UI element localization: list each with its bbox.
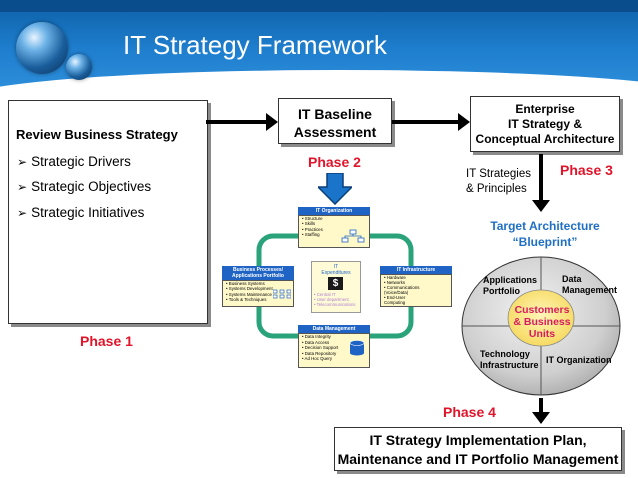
org-chart-icon xyxy=(341,229,365,243)
data-mgmt-item: • Data Access xyxy=(302,339,330,345)
target-architecture-title: Target Architecture “Blueprint” xyxy=(470,218,620,250)
data-mgmt-item: • Ad Hoc Query xyxy=(302,356,333,362)
it-organization-card: IT Organization • Structure • Skills • P… xyxy=(298,207,370,248)
business-processes-card: Business Processes/ Applications Portfol… xyxy=(222,266,294,308)
arrowhead-icon xyxy=(458,113,470,131)
it-expenditure-item: • Telecommunications xyxy=(314,302,356,307)
it-infrastructure-card: IT Infrastructure • Hardware • Networks … xyxy=(380,266,452,308)
bullet-arrow-icon: ➢ xyxy=(17,206,28,220)
applications-portfolio-label: Applications Portfolio xyxy=(483,275,538,296)
database-icon xyxy=(349,340,365,356)
business-process-item: • Tools & Techniques xyxy=(226,297,267,303)
it-infra-item: • Networks xyxy=(384,280,406,285)
bullet-strategic-drivers: ➢Strategic Drivers xyxy=(17,154,131,169)
it-expenditure-items: • Central IT • User department • Telecom… xyxy=(314,292,356,307)
it-org-item: • Practices xyxy=(302,226,323,232)
enterprise-line2: IT Strategy & xyxy=(507,117,582,131)
it-infrastructure-title: IT Infrastructure xyxy=(380,266,452,274)
it-expenditure-item: • User department xyxy=(314,297,349,302)
data-management-title: Data Management xyxy=(298,325,370,333)
data-mgmt-item: • Data Repository xyxy=(302,350,337,356)
bullet-strategic-objectives: ➢Strategic Objectives xyxy=(17,179,152,194)
it-organization-label: IT Organization xyxy=(546,355,612,365)
it-strategies-line2: & Principles xyxy=(466,183,527,195)
arrow-phase2-to-phase3 xyxy=(392,120,462,124)
it-org-item: • Staffing xyxy=(302,232,320,238)
implementation-line1: IT Strategy Implementation Plan, xyxy=(369,432,587,448)
arrow-phase4-down xyxy=(539,398,543,414)
target-line2: “Blueprint” xyxy=(512,235,578,249)
implementation-plan-box: IT Strategy Implementation Plan, Mainten… xyxy=(334,427,622,471)
business-process-item: • Business Systems xyxy=(226,281,265,286)
it-expenditure-item: • Central IT xyxy=(314,292,336,297)
it-baseline-line1: IT Baseline xyxy=(298,106,372,122)
it-infra-item: • Hardware xyxy=(384,275,406,280)
dollar-icon: $ xyxy=(328,277,343,290)
it-infra-item: • Communications (Voice/Data) xyxy=(384,285,420,295)
it-baseline-assessment-box: IT Baseline Assessment xyxy=(278,98,392,144)
data-mgmt-item: • Data Integrity xyxy=(302,334,331,339)
business-process-item: • Systems Development xyxy=(226,286,273,292)
enterprise-line3: Conceptual Architecture xyxy=(475,132,615,146)
it-organization-title: IT Organization xyxy=(298,207,370,215)
header-top-band xyxy=(0,0,638,12)
bullet-strategic-initiatives: ➢Strategic Initiatives xyxy=(17,205,145,220)
process-flow-icon xyxy=(273,289,291,299)
technology-infrastructure-label: Technology Infrastructure xyxy=(480,349,539,370)
phase-2-label: Phase 2 xyxy=(308,154,361,170)
large-globe-icon xyxy=(16,22,68,74)
it-infra-item: • End-User Computing xyxy=(384,295,406,305)
bullet-arrow-icon: ➢ xyxy=(17,180,28,194)
business-processes-title: Business Processes/ Applications Portfol… xyxy=(222,266,294,280)
small-globe-icon xyxy=(66,54,92,80)
data-mgmt-item: • Decision Support xyxy=(302,345,339,351)
page-title: IT Strategy Framework xyxy=(123,30,387,60)
it-strategies-line1: IT Strategies xyxy=(466,168,531,180)
arrowhead-down-icon xyxy=(532,200,550,212)
it-expenditures-title: IT Expenditures xyxy=(321,264,351,276)
arrowhead-icon xyxy=(266,113,278,131)
customers-business-units-label: Customers & Business Units xyxy=(513,304,571,340)
header-banner xyxy=(0,0,638,92)
it-expenditures-card: IT Expenditures $ • Central IT • User de… xyxy=(311,261,361,313)
arrow-phase1-to-phase2 xyxy=(206,120,272,124)
blueprint-circle xyxy=(461,256,621,396)
it-baseline-line2: Assessment xyxy=(293,124,377,140)
phase-4-label: Phase 4 xyxy=(443,404,496,420)
data-management-card: Data Management • Data Integrity • Data … xyxy=(298,325,370,368)
header-swoosh xyxy=(0,70,638,92)
arrow-phase3-down xyxy=(539,154,543,202)
bullet-arrow-icon: ➢ xyxy=(17,155,28,169)
arrowhead-down-icon xyxy=(532,412,550,424)
review-business-strategy-box: Review Business Strategy ➢Strategic Driv… xyxy=(8,100,208,324)
review-business-strategy-heading: Review Business Strategy xyxy=(16,127,178,142)
phase-3-label: Phase 3 xyxy=(560,162,613,178)
it-org-item: • Structure xyxy=(302,216,323,221)
business-process-item: • Systems Maintenance xyxy=(226,291,272,297)
enterprise-line1: Enterprise xyxy=(515,102,575,116)
it-org-item: • Skills xyxy=(302,221,316,227)
implementation-line2: Maintenance and IT Portfolio Management xyxy=(337,451,619,467)
target-line1: Target Architecture xyxy=(490,219,600,233)
it-strategies-principles-text: IT Strategies & Principles xyxy=(466,167,531,197)
phase-1-label: Phase 1 xyxy=(80,333,133,349)
data-management-label: Data Management xyxy=(562,274,618,295)
enterprise-it-strategy-box: Enterprise IT Strategy & Conceptual Arch… xyxy=(470,96,620,152)
blue-down-arrow-icon xyxy=(318,173,352,205)
